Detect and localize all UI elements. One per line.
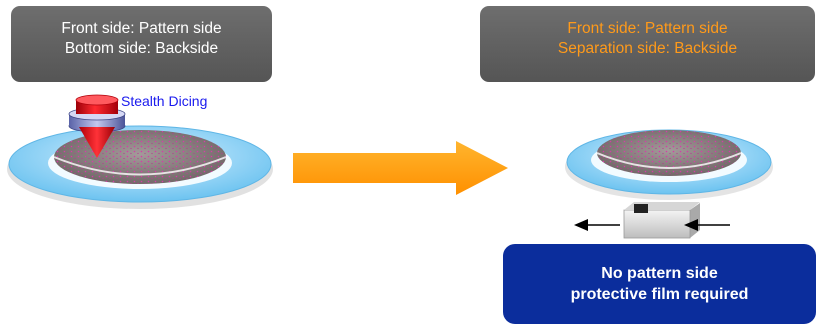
left-pull-arrow-head [574, 219, 588, 231]
left-wafer-edge [53, 156, 227, 176]
left-label-line-2: Bottom side: Backside [64, 40, 219, 57]
dicing-head-top [75, 94, 119, 106]
expander-stage [623, 209, 691, 239]
process-arrow [293, 141, 508, 195]
right-push-arrow-head [684, 219, 698, 231]
left-wafer-assembly [7, 125, 273, 209]
right-side-label-box: Front side: Pattern side Separation side… [480, 6, 815, 82]
left-label-line-1: Front side: Pattern side [61, 20, 222, 37]
dicing-head-cone [79, 127, 115, 158]
right-wafer-edge [596, 152, 742, 169]
stealth-dicing-label: Stealth Dicing [121, 93, 208, 109]
right-wafer-assembly [565, 129, 773, 239]
right-label-line-1: Front side: Pattern side [567, 20, 728, 37]
left-side-label-box: Front side: Pattern side Bottom side: Ba… [11, 6, 272, 82]
expansion-arrows [574, 219, 730, 231]
note-line-2: protective film required [570, 286, 749, 303]
right-label-line-2: Separation side: Backside [557, 40, 738, 57]
note-line-1: No pattern side [601, 265, 718, 282]
expander-stage-slot [634, 204, 648, 213]
right-wafer-die-pattern [597, 130, 741, 176]
stealth-dicing-head [68, 94, 126, 158]
protective-film-note: No pattern side protective film required [503, 244, 816, 324]
left-wafer-die-pattern [54, 130, 226, 184]
